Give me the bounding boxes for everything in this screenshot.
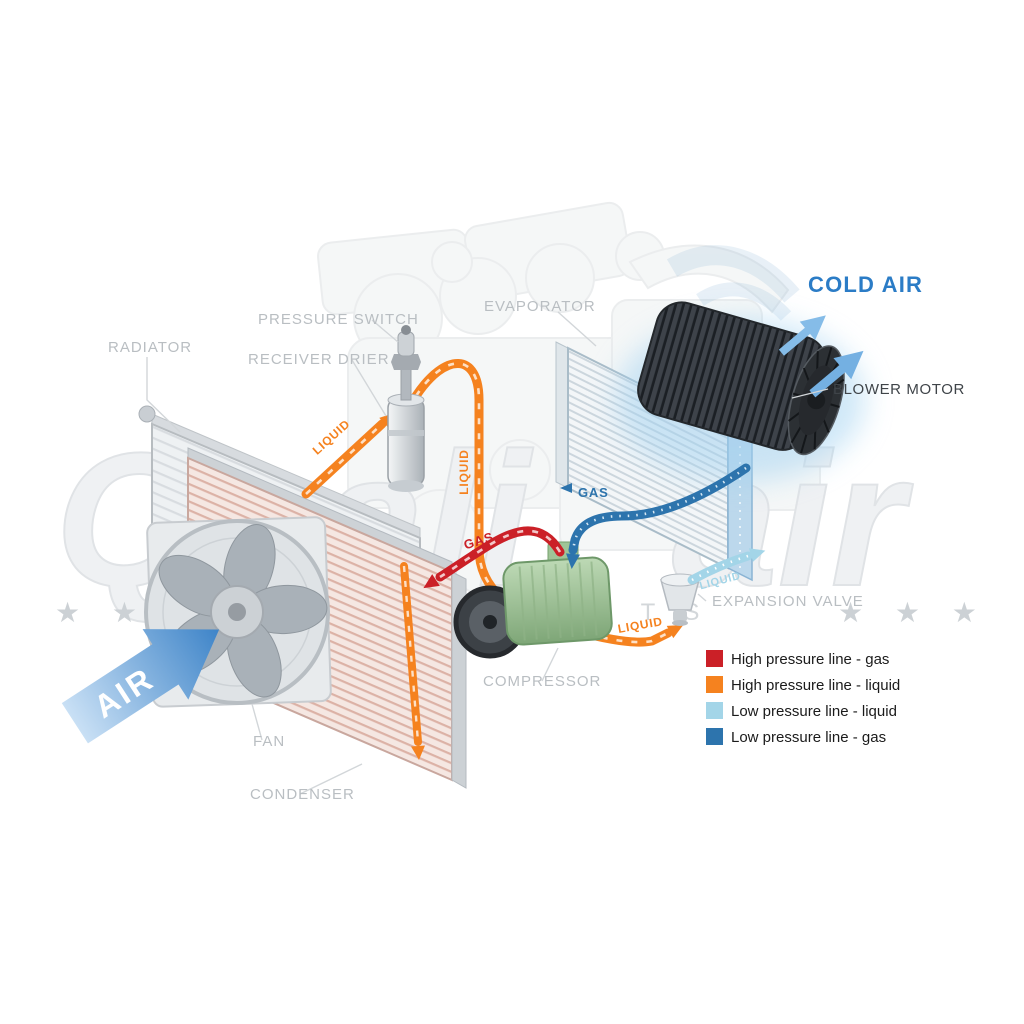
label-radiator: RADIATOR [108,339,192,356]
legend-item-low-gas: Low pressure line - gas [706,728,886,746]
label-receiver-drier: RECEIVER DRIER [248,351,390,368]
label-cold-air: COLD AIR [808,272,923,297]
label-condenser: CONDENSER [250,786,355,803]
label-fan: FAN [253,733,285,750]
compressor-unit [453,541,613,659]
label-evaporator: EVAPORATOR [484,298,596,315]
pipe-arrowhead [566,553,580,569]
pipe-arrowhead [411,745,425,760]
pipe-arrowhead [748,548,766,562]
cold-air-arrows [778,315,864,398]
watermark-stars-right: ★ ★ ★ [838,597,989,628]
legend-label-high-gas: High pressure line - gas [731,651,889,668]
legend-label-low-liquid: Low pressure line - liquid [731,703,897,720]
pipe-high-pressure-liquid-condenser [400,562,425,760]
pipe-low-pressure-gas [560,463,751,569]
pipe-high-pressure-gas [423,526,565,589]
engine-ghost-hoses [666,245,800,321]
legend-swatch-low-liquid [706,702,723,719]
legend-label-high-liquid: High pressure line - liquid [731,677,900,694]
pipe-label-liquid-down: LIQUID [457,449,471,494]
legend-item-high-gas: High pressure line - gas [706,650,889,668]
legend-swatch-high-liquid [706,676,723,693]
component-labels: RADIATOR PRESSURE SWITCH RECEIVER DRIER … [108,272,965,803]
legend-item-low-liquid: Low pressure line - liquid [706,702,897,720]
legend: High pressure line - gas High pressure l… [706,650,900,746]
leader-lines [146,311,829,795]
legend-item-high-liquid: High pressure line - liquid [706,676,900,694]
label-expansion-valve: EXPANSION VALVE [712,593,864,610]
gas-label-arrow [560,483,572,493]
label-blower-motor: BLOWER MOTOR [833,381,965,398]
legend-swatch-low-gas [706,728,723,745]
receiver-drier [387,393,425,492]
pipe-arrowhead [666,624,684,639]
legend-swatch-high-gas [706,650,723,667]
pressure-switch [391,325,421,401]
pipe-label-gas-low: GAS [578,485,609,500]
label-pressure-switch: PRESSURE SWITCH [258,311,419,328]
legend-label-low-gas: Low pressure line - gas [731,729,886,746]
label-compressor: COMPRESSOR [483,673,601,690]
pipe-arrowhead [423,574,440,589]
pipe-low-pressure-liquid [687,548,766,585]
